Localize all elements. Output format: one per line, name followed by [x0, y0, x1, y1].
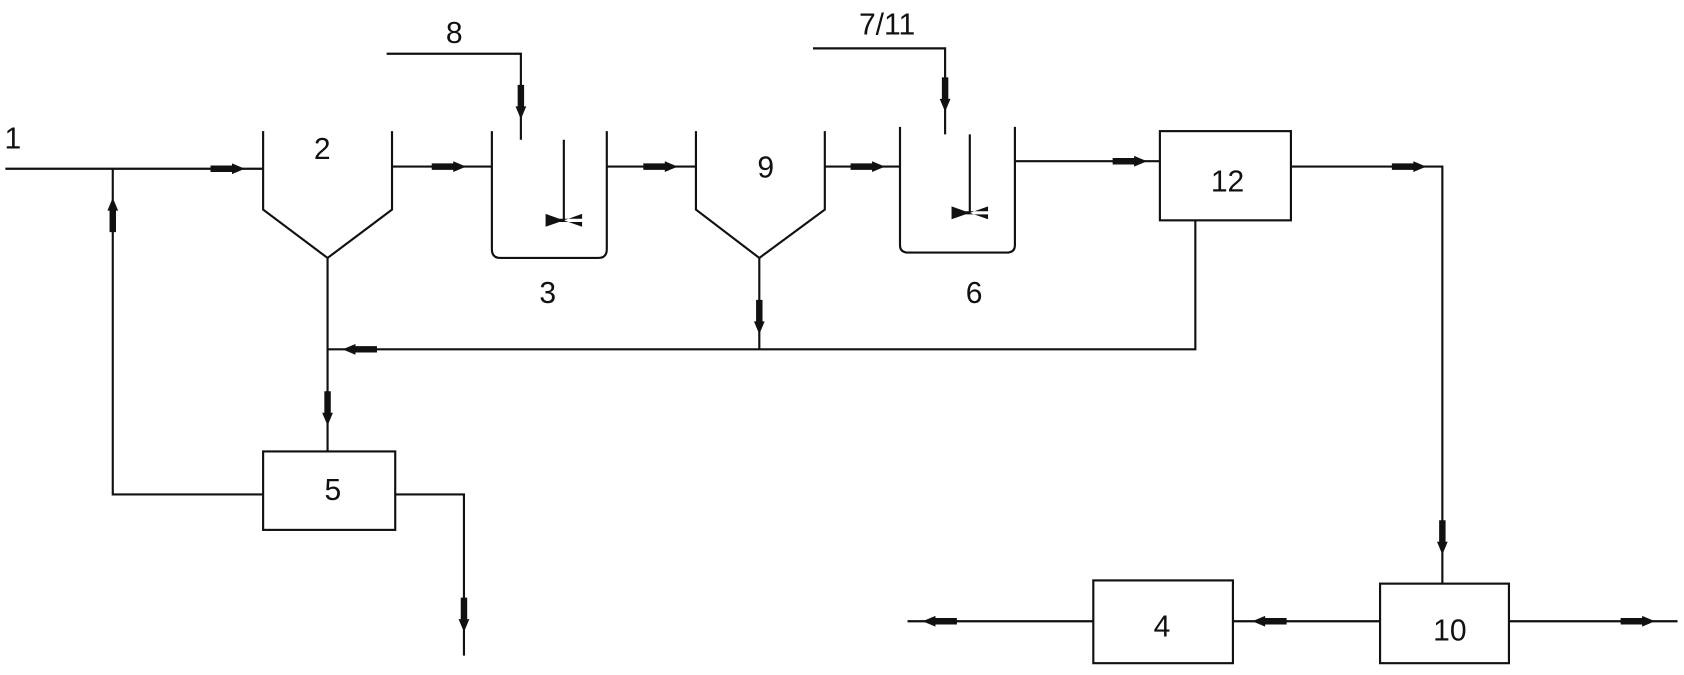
flow-arrow-9-to-6 [850, 161, 885, 172]
flow-arrow-feed-7-11 [939, 77, 951, 112]
label-unit-6: 6 [966, 277, 983, 310]
label-feed-8: 8 [446, 17, 463, 50]
label-unit-2: 2 [314, 133, 331, 166]
flow-arrow-2-to-3 [431, 161, 467, 172]
flow-arrow-6-to-12 [1112, 155, 1148, 167]
flow-arrow-to-5 [322, 391, 333, 426]
label-unit-10: 10 [1433, 615, 1466, 648]
flow-arrow-10-to-4 [1252, 615, 1287, 627]
label-feed-7-11: 7/11 [859, 8, 915, 41]
return-line-12 [327, 220, 1197, 351]
unit-box-12 [1158, 130, 1292, 222]
label-unit-3: 3 [539, 277, 556, 310]
label-unit-12: 12 [1211, 165, 1244, 198]
label-unit-5: 5 [325, 474, 342, 507]
flow-arrow-outlet-4 [922, 615, 957, 627]
unit-box-4 [1092, 579, 1235, 665]
flow-arrow-discharge-5 [458, 597, 470, 633]
recycle-line-5-to-inlet [111, 168, 264, 496]
flow-arrow-12-to-10-down [1436, 520, 1448, 555]
feed-line-7-11 [813, 47, 947, 135]
flow-arrow-return-left [342, 343, 377, 355]
unit-box-10 [1378, 582, 1511, 665]
flow-arrow-underflow-9 [753, 299, 765, 335]
flow-arrow-recycle-up [107, 197, 119, 233]
flow-arrow-feed-8 [515, 84, 527, 120]
hopper-tank-9 [694, 131, 826, 260]
stirred-tank-3 [490, 131, 608, 260]
label-inlet: 1 [5, 122, 22, 155]
flow-arrow-outlet-10 [1620, 615, 1656, 627]
feed-line-8 [386, 52, 522, 140]
discharge-line-5 [395, 493, 466, 656]
label-unit-4: 4 [1154, 610, 1171, 643]
stirred-tank-6 [898, 126, 1016, 254]
flow-arrow-3-to-9 [643, 161, 678, 172]
flow-arrow-inlet [210, 163, 245, 175]
flow-arrow-12-right [1391, 161, 1427, 172]
label-unit-9: 9 [757, 151, 774, 184]
unit-box-5 [262, 450, 397, 531]
line-12-to-10 [1290, 165, 1444, 584]
